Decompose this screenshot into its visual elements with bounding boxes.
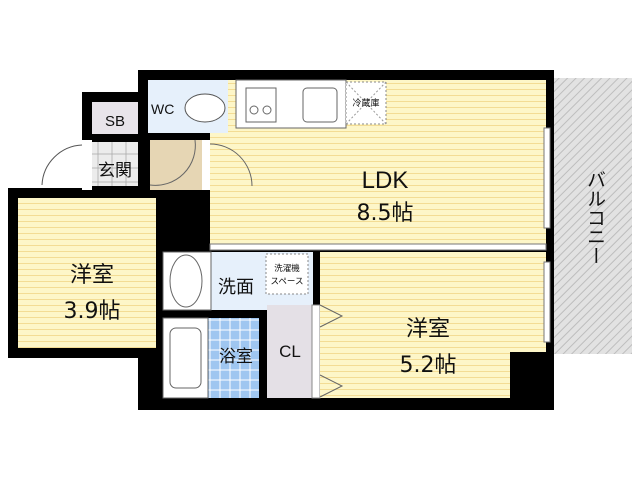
entrance (92, 142, 138, 186)
sliding-partition[interactable] (209, 243, 547, 251)
closet-label: CL (279, 342, 301, 361)
wc-label: WC (151, 101, 174, 117)
stove-icon (245, 87, 277, 123)
room1-size: 3.9帖 (64, 299, 121, 324)
closet (267, 305, 312, 398)
sink-icon (302, 87, 338, 123)
washer-label-2: スペース (271, 277, 304, 287)
western-room-2 (320, 252, 546, 398)
washer-label-1: 洗濯機 (274, 263, 300, 274)
hallway (150, 140, 202, 190)
closet-door[interactable] (319, 304, 344, 398)
balcony (552, 78, 632, 354)
washer-space (265, 253, 309, 295)
ldk-name: LDK (362, 167, 409, 194)
bathroom-label: 浴室 (219, 347, 253, 367)
room2-size: 5.2帖 (400, 353, 457, 378)
wc-door[interactable] (149, 139, 196, 186)
washbasin-icon (169, 254, 203, 308)
shoe-box (92, 102, 138, 134)
washroom-label: 洗面 (218, 277, 254, 298)
balcony-label: バルコニー (584, 170, 606, 265)
western-room-1 (18, 198, 156, 348)
ldk-window[interactable] (543, 127, 551, 229)
room1-name: 洋室 (70, 263, 114, 288)
fridge-label: 冷蔵庫 (352, 97, 379, 109)
ldk-door[interactable] (209, 143, 253, 187)
room2-window[interactable] (543, 261, 551, 343)
toilet-icon (184, 93, 226, 123)
room2-name: 洋室 (406, 317, 450, 342)
ldk-size: 8.5帖 (357, 201, 414, 226)
sb-label: SB (105, 113, 125, 130)
entrance-label: 玄関 (98, 161, 132, 181)
entrance-door[interactable] (41, 144, 83, 186)
